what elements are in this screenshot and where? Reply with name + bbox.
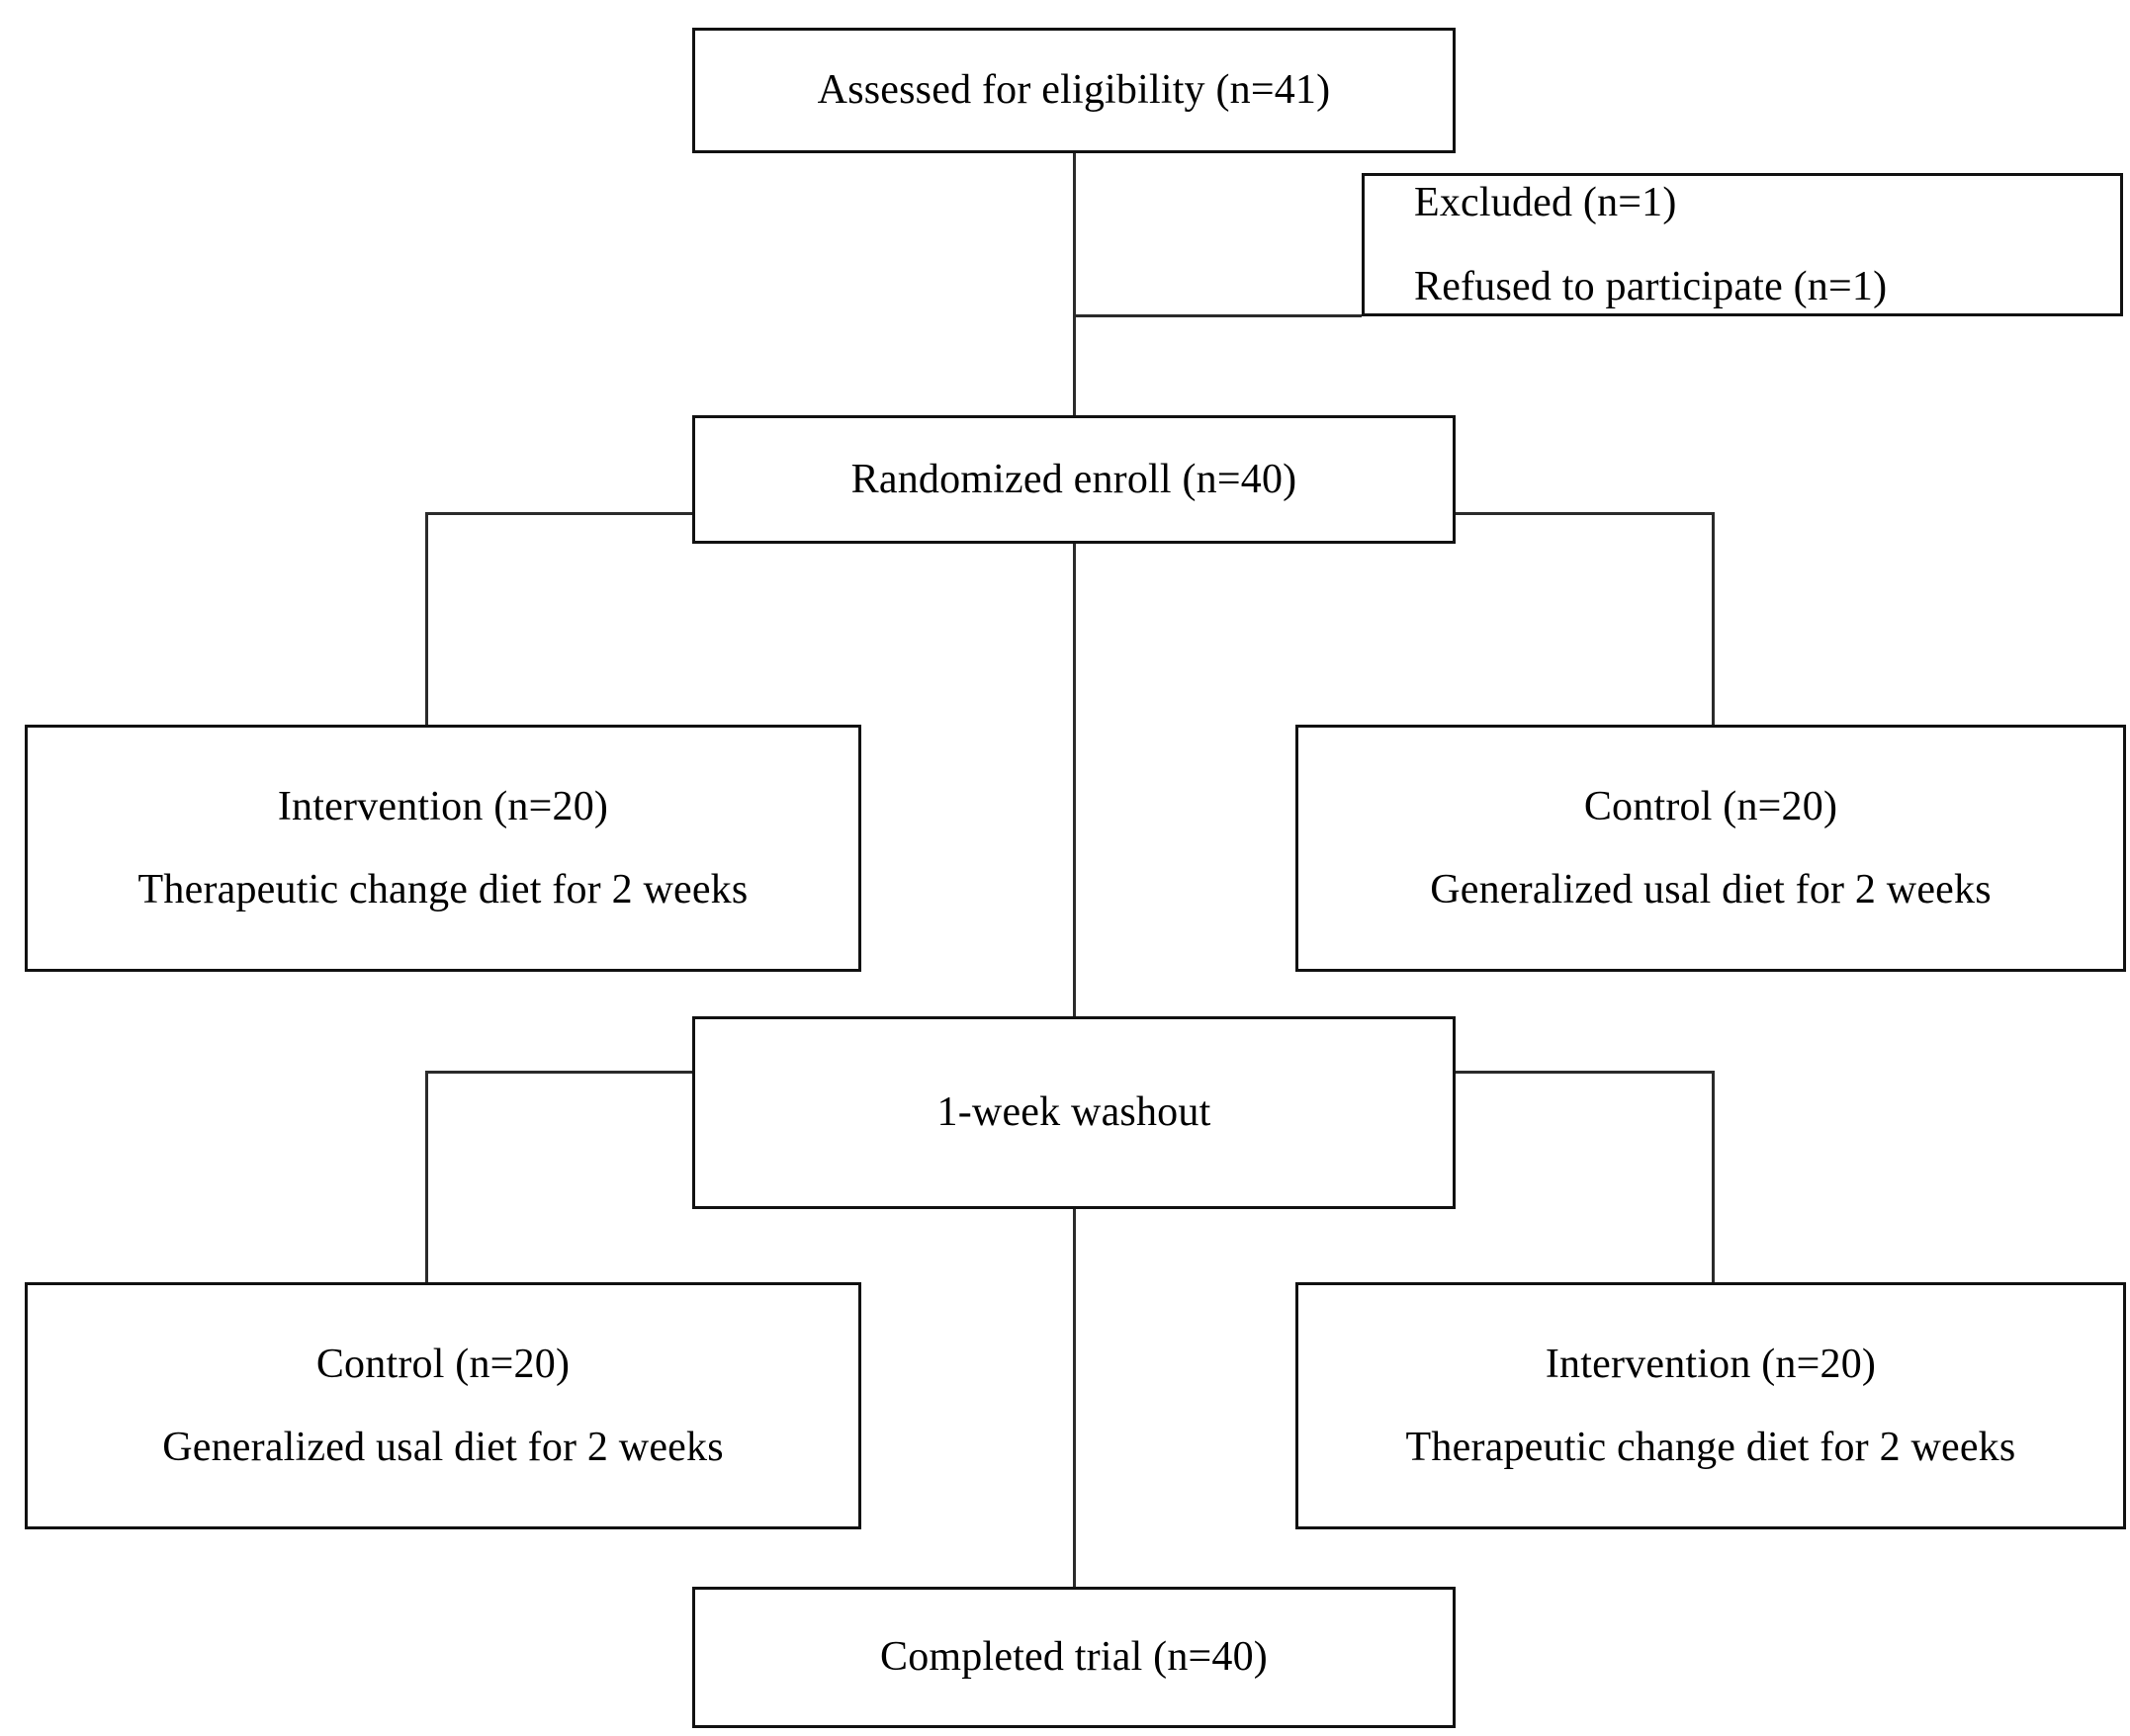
period2-intervention-diet: Therapeutic change diet for 2 weeks	[1405, 1425, 2016, 1470]
node-period1-intervention: Intervention (n=20) Therapeutic change d…	[25, 725, 861, 972]
period1-control-diet: Generalized usal diet for 2 weeks	[1430, 867, 1992, 912]
node-period1-control: Control (n=20) Generalized usal diet for…	[1295, 725, 2126, 972]
connector-randomized-to-control-vertical	[1712, 512, 1715, 728]
node-completed-trial: Completed trial (n=40)	[692, 1587, 1456, 1728]
excluded-reason-label: Refused to participate (n=1)	[1414, 263, 1888, 309]
connector-washout-to-completed	[1073, 1209, 1076, 1589]
node-randomized-enroll: Randomized enroll (n=40)	[692, 415, 1456, 544]
connector-washout-to-intervention-horizontal	[1453, 1071, 1715, 1074]
node-assessed-for-eligibility: Assessed for eligibility (n=41)	[692, 28, 1456, 153]
washout-label: 1-week washout	[936, 1089, 1211, 1136]
connector-randomized-to-intervention-vertical	[425, 512, 428, 728]
period2-control-diet: Generalized usal diet for 2 weeks	[162, 1425, 724, 1470]
period2-control-title: Control (n=20)	[315, 1341, 571, 1387]
node-period2-control: Control (n=20) Generalized usal diet for…	[25, 1282, 861, 1529]
connector-randomized-to-intervention-horizontal	[425, 512, 695, 515]
completed-label: Completed trial (n=40)	[880, 1634, 1268, 1681]
connector-washout-to-intervention-vertical	[1712, 1071, 1715, 1285]
connector-randomized-to-washout	[1073, 544, 1076, 1018]
connector-assessed-to-excluded	[1073, 314, 1362, 317]
connector-randomized-to-control-horizontal	[1453, 512, 1715, 515]
connector-washout-to-control-vertical	[425, 1071, 428, 1285]
period2-intervention-title: Intervention (n=20)	[1545, 1341, 1877, 1387]
connector-washout-to-control-horizontal	[425, 1071, 695, 1074]
connector-assessed-to-randomized	[1073, 153, 1076, 415]
period1-control-title: Control (n=20)	[1583, 783, 1838, 829]
node-excluded: Excluded (n=1) Refused to participate (n…	[1362, 173, 2123, 316]
assessed-label: Assessed for eligibility (n=41)	[817, 67, 1331, 114]
node-one-week-washout: 1-week washout	[692, 1016, 1456, 1209]
excluded-label: Excluded (n=1)	[1414, 180, 1677, 226]
node-period2-intervention: Intervention (n=20) Therapeutic change d…	[1295, 1282, 2126, 1529]
period1-intervention-diet: Therapeutic change diet for 2 weeks	[137, 867, 749, 912]
period1-intervention-title: Intervention (n=20)	[277, 783, 609, 829]
randomized-label: Randomized enroll (n=40)	[850, 456, 1297, 502]
